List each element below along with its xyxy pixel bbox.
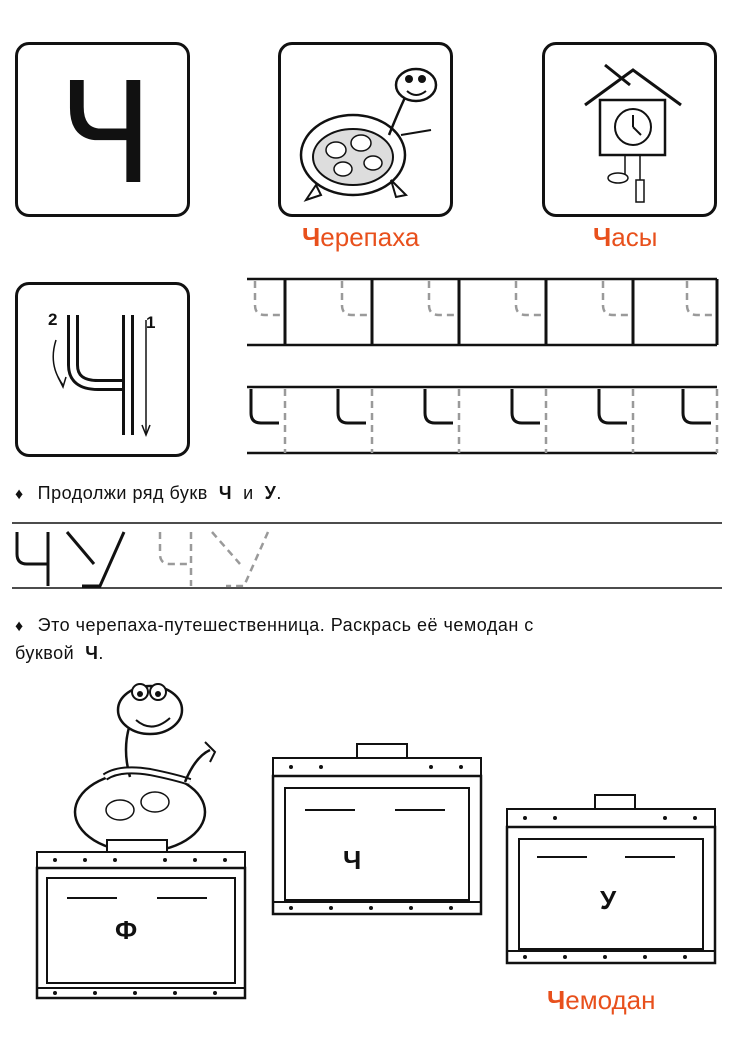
clock-caption-first: Ч [593, 222, 612, 252]
letter-card: Ч [15, 42, 190, 217]
bullet-icon: ♦ [15, 618, 24, 635]
traveler-turtle-icon [73, 683, 217, 854]
letter-stroke-diagram [52, 315, 151, 438]
turtle-caption: Черепаха [302, 222, 419, 253]
clock-caption-rest: асы [611, 222, 658, 252]
sequence-row [12, 522, 722, 589]
bullet-icon: ♦ [15, 486, 24, 503]
suitcase-3-letter: У [600, 885, 617, 915]
task-2-end: . [98, 643, 104, 663]
big-letter: Ч [58, 53, 154, 216]
suitcase-2[interactable] [271, 742, 483, 917]
suitcase-caption-first: Ч [547, 985, 566, 1015]
stroke-number-1: 1 [146, 313, 156, 332]
clock-card [542, 42, 717, 217]
task-1-text: Продолжи ряд букв [37, 483, 208, 503]
cuckoo-clock-icon [584, 63, 682, 203]
suitcase-caption: Чемодан [547, 985, 656, 1016]
turtle-caption-first: Ч [302, 222, 321, 252]
tracing-row-top [247, 277, 719, 347]
stroke-number-2: 2 [48, 310, 58, 329]
task-1-letter-b: У [264, 483, 277, 503]
suitcase-1-letter: Ф [115, 915, 138, 945]
suitcase-caption-rest: емодан [565, 985, 656, 1015]
writing-guide-card: 2 1 [15, 282, 190, 457]
turtle-caption-rest: ерепаха [320, 222, 420, 252]
turtle-card [278, 42, 453, 217]
task-1-letter-a: Ч [218, 483, 233, 503]
task-1-end: . [276, 483, 282, 503]
suitcase-2-letter: Ч [343, 845, 362, 875]
task-1-conj: и [243, 483, 254, 503]
tracing-row-bottom [247, 385, 719, 455]
task-2-instruction: ♦ Это черепаха-путешественница. Раскрась … [15, 612, 720, 666]
task-1-instruction: ♦ Продолжи ряд букв Ч и У. [15, 480, 282, 508]
turtle-icon [299, 67, 438, 202]
task-2-line1: Это черепаха-путешественница. Раскрась е… [37, 615, 534, 635]
clock-caption: Часы [593, 222, 657, 253]
suitcase-3[interactable] [505, 793, 717, 968]
suitcase-1[interactable] [35, 838, 247, 1003]
task-2-line2-prefix: буквой [15, 643, 75, 663]
task-2-letter: Ч [85, 643, 99, 663]
